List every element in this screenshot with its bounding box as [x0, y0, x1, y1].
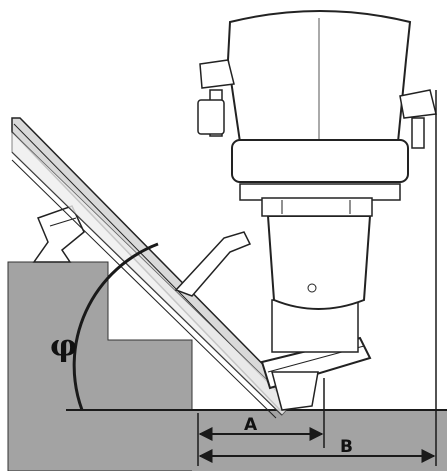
seat-cushion: [231, 139, 409, 183]
dimension-b-label: B: [340, 437, 353, 457]
angle-label: φ: [50, 329, 77, 364]
angle-arc: [72, 242, 159, 411]
seat: [226, 10, 412, 217]
carriage-foot: [271, 371, 319, 411]
lift-carriage: [260, 215, 372, 411]
armrest-right: [399, 89, 437, 149]
staircase: [7, 261, 447, 471]
footrest-arm: [174, 231, 252, 297]
dimension-a-label: A: [244, 415, 258, 435]
inclined-rail: [11, 117, 302, 419]
armrest-left: [197, 59, 235, 137]
lift-base: [266, 215, 372, 310]
dimension-b: B: [197, 90, 437, 466]
logo-mark: [307, 283, 317, 293]
dimension-a: A: [197, 378, 325, 448]
floor: [192, 410, 447, 471]
